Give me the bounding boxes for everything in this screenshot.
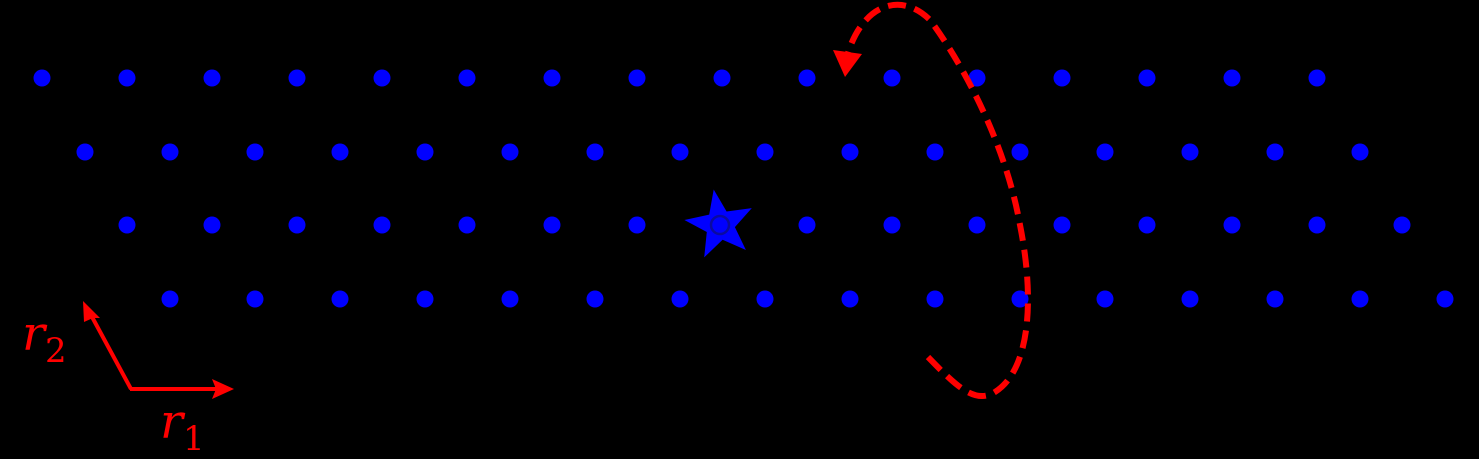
rotation-path — [843, 1, 1031, 400]
defect-star — [684, 189, 752, 258]
lattice-point — [203, 69, 221, 87]
lattice-point — [1351, 290, 1369, 308]
lattice-point — [926, 143, 944, 161]
lattice-point — [118, 69, 136, 87]
rotation-arrow — [833, 1, 1031, 400]
r2-label-symbol: r — [22, 306, 45, 362]
lattice-point — [586, 290, 604, 308]
lattice-point — [331, 290, 349, 308]
lattice-point — [501, 290, 519, 308]
r2-label: r2 — [22, 310, 67, 368]
lattice-points — [33, 69, 1454, 308]
rotation-arrowhead-icon — [833, 50, 862, 77]
lattice-point — [1223, 216, 1241, 234]
lattice-point — [1011, 290, 1029, 308]
lattice-point — [373, 216, 391, 234]
lattice-point — [1351, 143, 1369, 161]
lattice-point — [756, 290, 774, 308]
lattice-point — [458, 69, 476, 87]
lattice-point — [501, 143, 519, 161]
lattice-point — [628, 69, 646, 87]
lattice-point — [1096, 290, 1114, 308]
lattice-point — [1308, 69, 1326, 87]
lattice-point — [246, 143, 264, 161]
lattice-point — [1393, 216, 1411, 234]
lattice-point — [628, 216, 646, 234]
lattice-point — [161, 143, 179, 161]
lattice-point — [373, 69, 391, 87]
lattice-point — [543, 216, 561, 234]
lattice-point — [1181, 143, 1199, 161]
lattice-point — [671, 290, 689, 308]
lattice-point — [1436, 290, 1454, 308]
lattice-point — [713, 69, 731, 87]
lattice-point — [883, 216, 901, 234]
lattice-point — [1181, 290, 1199, 308]
lattice-point — [416, 143, 434, 161]
lattice-point — [586, 143, 604, 161]
lattice-point — [203, 216, 221, 234]
lattice-point — [1266, 290, 1284, 308]
lattice-point — [968, 216, 986, 234]
lattice-point — [416, 290, 434, 308]
lattice-point — [1138, 69, 1156, 87]
lattice-point — [756, 143, 774, 161]
lattice-point — [331, 143, 349, 161]
lattice-point — [671, 143, 689, 161]
basis-vectors — [83, 301, 234, 399]
lattice-point — [798, 216, 816, 234]
lattice-point — [883, 69, 901, 87]
r2-label-subscript: 2 — [44, 331, 67, 371]
r1-label-symbol: r — [160, 394, 183, 450]
lattice-point — [458, 216, 476, 234]
lattice-point — [76, 143, 94, 161]
r1-label-subscript: 1 — [182, 419, 205, 459]
lattice-point — [1096, 143, 1114, 161]
lattice-point — [118, 216, 136, 234]
lattice-point — [926, 290, 944, 308]
lattice-point — [968, 69, 986, 87]
lattice-point — [288, 69, 306, 87]
r2-vector — [89, 314, 133, 390]
defect-circle-icon — [709, 214, 731, 236]
lattice-point — [1223, 69, 1241, 87]
lattice-point — [246, 290, 264, 308]
r2-arrowhead-icon — [83, 301, 100, 322]
lattice-point — [161, 290, 179, 308]
lattice-point — [1011, 143, 1029, 161]
r1-label: r1 — [160, 398, 205, 456]
lattice-point — [1266, 143, 1284, 161]
lattice-point — [798, 69, 816, 87]
lattice-point — [841, 143, 859, 161]
lattice-point — [288, 216, 306, 234]
lattice-point — [1053, 69, 1071, 87]
lattice-point — [33, 69, 51, 87]
lattice-point — [1053, 216, 1071, 234]
lattice-point — [543, 69, 561, 87]
lattice-point — [1138, 216, 1156, 234]
lattice-point — [1308, 216, 1326, 234]
r1-arrowhead-icon — [212, 379, 234, 399]
lattice-point — [841, 290, 859, 308]
